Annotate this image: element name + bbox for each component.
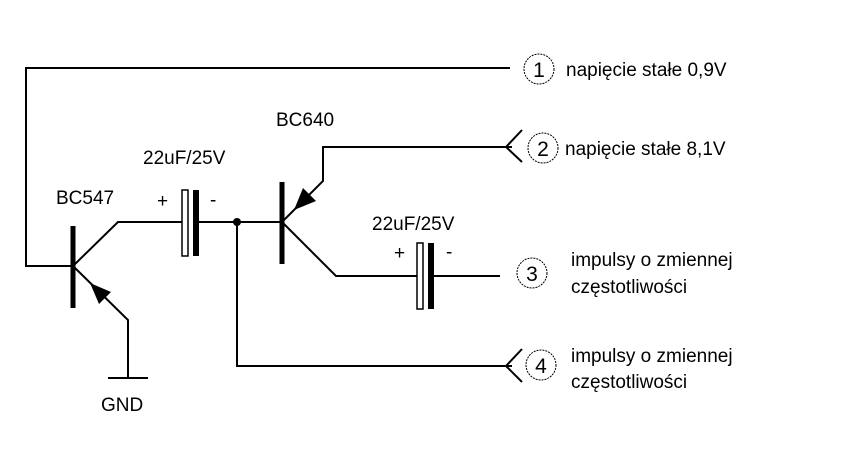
terminal-4-description-line2: częstotliwości	[571, 372, 687, 393]
transistor-bc640	[279, 146, 512, 277]
terminal-3-number: 3	[526, 263, 538, 286]
c2-label: 22uF/25V	[372, 214, 455, 235]
terminal-1: 1 napięcie stałe 0,9V	[523, 53, 727, 85]
terminal-4-number: 4	[535, 355, 547, 378]
q2-emitter	[281, 146, 512, 223]
terminal-3-ring	[516, 257, 548, 289]
terminal-2: 2 napięcie stałe 8,1V	[527, 132, 726, 164]
terminal-1-ring	[523, 53, 555, 85]
c2-plus-sign: +	[394, 243, 405, 264]
terminal-2-ring	[527, 132, 559, 164]
q1-label: BC547	[56, 188, 114, 209]
c2-minus-plate	[428, 243, 434, 309]
c2-minus-sign: -	[446, 242, 452, 263]
wire-junction-to-terminal4	[236, 222, 512, 367]
capacitor-c2	[416, 242, 500, 310]
c1-plus-sign: +	[157, 191, 168, 212]
c2-plus-plate	[416, 242, 424, 310]
q2-collector	[281, 221, 417, 277]
terminal-4: 4 impulsy o zmiennej częstotliwości	[525, 346, 733, 393]
terminal-2-number: 2	[537, 138, 549, 161]
c1-plus-plate	[181, 189, 189, 257]
terminal-2-description: napięcie stałe 8,1V	[565, 139, 726, 160]
q2-label: BC640	[276, 110, 334, 131]
terminal-3-description-line1: impulsy o zmiennej	[571, 250, 733, 271]
c1-label: 22uF/25V	[143, 148, 226, 169]
wire-terminal1-to-q1-base	[25, 67, 510, 267]
q2-emitter-arrow	[294, 188, 316, 210]
terminal-4-description-line1: impulsy o zmiennej	[571, 346, 733, 367]
terminal-4-fork	[504, 348, 523, 383]
q1-emitter-arrow	[90, 283, 111, 304]
terminal-3: 3 impulsy o zmiennej częstotliwości	[516, 250, 733, 298]
q1-emitter	[72, 265, 129, 378]
terminal-1-description: napięcie stałe 0,9V	[566, 60, 727, 81]
transistor-bc547	[70, 221, 150, 379]
terminal-1-number: 1	[533, 59, 545, 82]
terminal-2-fork	[504, 129, 523, 163]
q1-collector	[72, 221, 150, 267]
terminal-3-description-line2: częstotliwości	[571, 277, 687, 298]
c1-minus-plate	[193, 190, 199, 256]
c1-minus-sign: -	[210, 190, 216, 211]
gnd-label: GND	[101, 395, 143, 416]
terminal-4-ring	[525, 349, 557, 381]
